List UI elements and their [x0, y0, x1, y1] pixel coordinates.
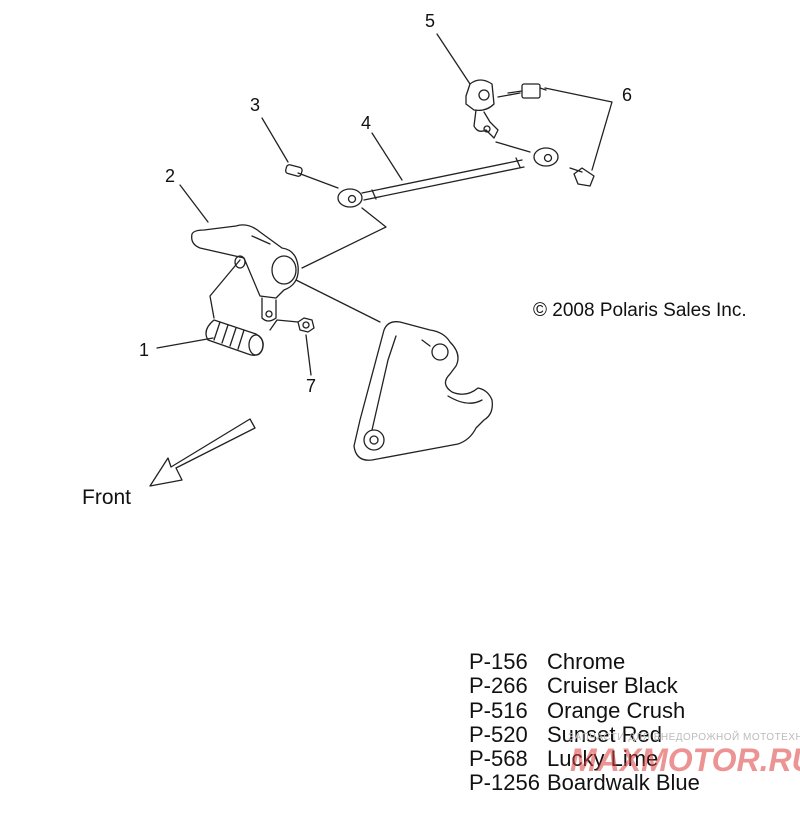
bolt-part-6a: [507, 83, 547, 99]
leader-line-6: [544, 87, 613, 171]
callout-4: 4: [361, 113, 371, 133]
variant-code: P-1256: [469, 770, 540, 796]
mounting-bracket: [353, 321, 493, 461]
callout-6: 6: [622, 85, 632, 105]
assembly-line-rod-to-lever: [301, 207, 387, 269]
variant-code: P-516: [469, 697, 528, 723]
variant-row: P-520 Sunset Red: [469, 721, 700, 747]
bolt-part-6b: [569, 167, 595, 187]
leader-line-4: [371, 132, 403, 181]
variant-code: P-156: [469, 649, 528, 674]
watermark-tagline: ЗАПЧАСТИ ДЛЯ ВНЕДОРОЖНОЙ МОТОТЕХНИКИ: [568, 732, 800, 743]
leader-line-7: [305, 334, 312, 376]
variant-row: P-266 Cruiser Black: [469, 673, 700, 699]
leader-line-5: [436, 33, 471, 85]
variant-name: Cruiser Black: [547, 673, 678, 699]
assembly-line-lever-to-bracket: [295, 279, 381, 323]
copyright-notice: © 2008 Polaris Sales Inc.: [533, 300, 747, 321]
pin-part-3: [285, 164, 303, 177]
callout-7: 7: [306, 376, 316, 396]
callout-5: 5: [425, 11, 435, 31]
variant-name: Boardwalk Blue: [547, 770, 700, 796]
variant-row: P-568 Lucky Lime: [469, 746, 700, 772]
variant-code: P-266: [469, 673, 528, 699]
variant-row: P-156 Chrome: [469, 649, 700, 674]
variant-name: Lucky Lime: [547, 746, 659, 772]
variant-name: Orange Crush: [547, 697, 686, 723]
variant-code: P-568: [469, 746, 528, 772]
color-variant-list: P-156 Chrome P-266 Cruiser Black P-516 Oran…: [469, 649, 700, 796]
variant-code: P-520: [469, 721, 528, 747]
assembly-line-bolt: [297, 172, 339, 189]
watermark-logo-text: MAXMOTOR.RU: [570, 742, 800, 778]
callout-1: 1: [139, 340, 149, 360]
shift-lever-part-2: [191, 224, 299, 322]
foot-peg-part-1: [205, 319, 264, 356]
front-label: Front: [82, 486, 132, 509]
shift-rod-part-4: [337, 147, 559, 208]
variant-row: P-516 Orange Crush: [469, 697, 700, 723]
callout-2: 2: [165, 166, 175, 186]
nut-part-7: [297, 317, 315, 333]
callout-3: 3: [250, 95, 260, 115]
variant-name: Sunset Red: [547, 721, 662, 747]
shift-arm-clamp-part: [465, 79, 499, 139]
assembly-line-peg: [209, 259, 241, 319]
site-watermark: ЗАПЧАСТИ ДЛЯ ВНЕДОРОЖНОЙ МОТОТЕХНИКИ MAX…: [568, 730, 800, 780]
assembly-line-nut: [269, 319, 299, 331]
assembly-line-upper-arm: [495, 141, 531, 153]
leader-line-2: [179, 184, 209, 223]
variant-row: P-1256 Boardwalk Blue: [469, 770, 700, 796]
front-direction-arrow: [149, 418, 256, 487]
leader-line-1: [156, 337, 214, 349]
leader-line-3: [261, 117, 289, 163]
assembly-line-bolt6: [497, 92, 521, 98]
variant-name: Chrome: [547, 649, 626, 674]
